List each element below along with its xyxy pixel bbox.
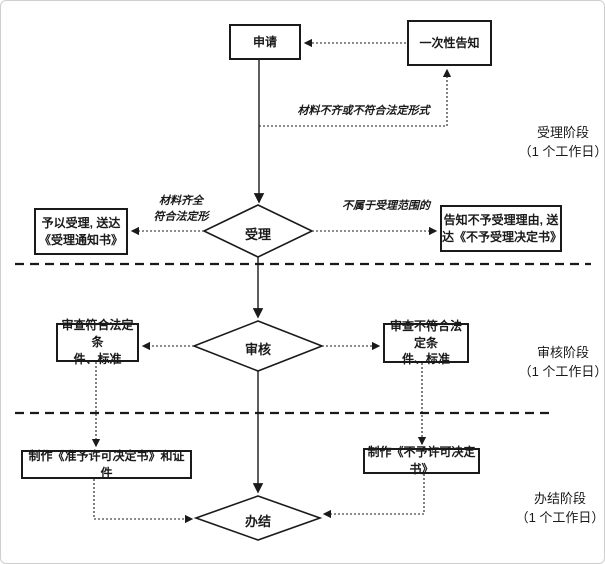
edge-label-incomplete: 材料不齐或不符合法定形式 xyxy=(297,105,430,117)
node-review-fail: 审查不符合法定条 件、标准 xyxy=(383,319,469,366)
node-make-license: 制作《准予许可决定书》和证件 xyxy=(21,449,192,480)
arrow-incomplete-to-onetime xyxy=(259,68,452,127)
node-apply: 申请 xyxy=(229,24,301,60)
node-accept-yes: 予以受理, 送达 《受理通知书》 xyxy=(34,208,128,255)
edge-label-complete: 材料齐全 符合法定形 xyxy=(153,195,209,223)
node-accept-no: 告知不予受理理由, 送 达《不予受理决定书》 xyxy=(440,205,562,252)
edge-label-not-in-scope: 不属于受理范围的 xyxy=(342,200,430,212)
diamond-label-close: 办结 xyxy=(244,514,271,529)
phase-accept: 受理阶段 （1 个工作日） xyxy=(517,124,605,162)
node-onetime-notice: 一次性告知 xyxy=(407,20,492,66)
phase-close-name: 办结阶段 xyxy=(533,491,586,506)
phase-review: 审核阶段 （1 个工作日） xyxy=(517,344,605,382)
diamond-label-review: 审核 xyxy=(244,342,271,357)
diamond-close xyxy=(193,495,323,541)
node-review-pass: 审查符合法定条 件、标准 xyxy=(56,318,139,366)
arrow-denial-to-close xyxy=(322,474,425,519)
phase-close-duration: （1 个工作日） xyxy=(515,509,605,525)
arrow-license-to-close xyxy=(93,479,194,524)
phase-accept-duration: （1 个工作日） xyxy=(518,143,605,159)
diamond-label-accept: 受理 xyxy=(244,227,271,242)
phase-close: 办结阶段 （1 个工作日） xyxy=(514,490,605,528)
phase-review-name: 审核阶段 xyxy=(536,345,589,360)
diamond-accept xyxy=(202,204,314,258)
phase-review-duration: （1 个工作日） xyxy=(518,363,605,379)
phase-accept-name: 受理阶段 xyxy=(536,125,589,140)
diamond-review xyxy=(191,320,325,372)
node-make-denial: 制作《不予许可决定书》 xyxy=(363,445,480,476)
